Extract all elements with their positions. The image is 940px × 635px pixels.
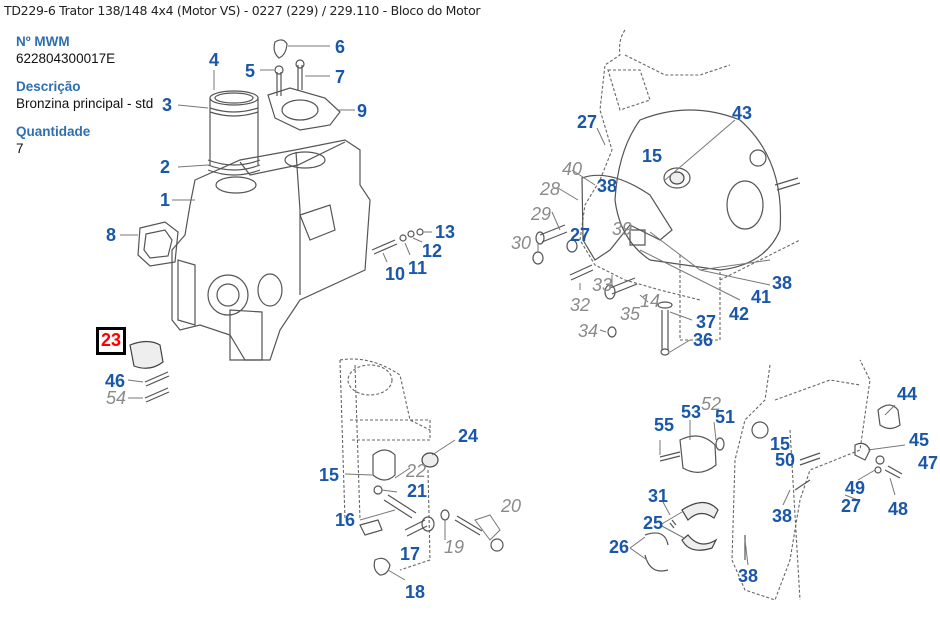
mwm-number-label: Nº MWM	[16, 34, 70, 49]
callout-47[interactable]: 47	[918, 453, 939, 473]
leader-lines	[120, 45, 906, 581]
callout-29[interactable]: 29	[531, 204, 552, 224]
callout-3[interactable]: 3	[162, 95, 173, 115]
oil-relief-valve-drawing	[339, 358, 504, 576]
flywheel-housing-drawing	[532, 29, 801, 356]
callout-10[interactable]: 10	[385, 264, 406, 284]
callout-34[interactable]: 34	[578, 321, 599, 341]
callout-25[interactable]: 25	[643, 513, 664, 533]
page-title: TD229-6 Trator 138/148 4x4 (Motor VS) - …	[4, 3, 481, 18]
mwm-number-value: 622804300017E	[16, 51, 116, 66]
callout-11[interactable]: 11	[408, 258, 428, 278]
callout-30[interactable]: 30	[511, 233, 532, 253]
callout-43[interactable]: 43	[732, 103, 753, 123]
part-info-panel: Nº MWM 622804300017E Descrição Bronzina …	[16, 34, 186, 169]
callout-8[interactable]: 9	[357, 101, 368, 121]
callout-48[interactable]: 48	[888, 499, 909, 519]
callout-28[interactable]: 28	[540, 179, 561, 199]
callout-39[interactable]: 39	[612, 219, 633, 239]
callout-15-top[interactable]: 15	[642, 146, 663, 166]
callout-6[interactable]: 6	[335, 37, 346, 57]
callout-4[interactable]: 4	[209, 50, 220, 70]
callout-52[interactable]: 52	[701, 394, 722, 414]
description-value: Bronzina principal - std	[16, 96, 154, 111]
callout-51[interactable]: 51	[715, 407, 736, 427]
callout-17[interactable]: 17	[400, 544, 421, 564]
crankcase-side-drawing	[644, 359, 903, 601]
callout-27-mid[interactable]: 27	[570, 225, 591, 245]
callout-33[interactable]: 33	[592, 275, 613, 295]
callout-38-bottom-mid[interactable]: 38	[772, 506, 793, 526]
callout-23-selected[interactable]: 23	[96, 327, 127, 355]
callout-16[interactable]: 16	[335, 510, 356, 530]
callout-12[interactable]: 12	[422, 241, 443, 261]
callout-15-mid[interactable]: 15	[319, 465, 340, 485]
description-label: Descrição	[16, 79, 81, 94]
callout-40[interactable]: 40	[562, 159, 583, 179]
callout-38-top[interactable]: 38	[597, 176, 618, 196]
callout-9[interactable]: 8	[106, 225, 117, 245]
callout-24[interactable]: 24	[458, 426, 479, 446]
callout-21[interactable]: 21	[407, 481, 428, 501]
quantity-value: 7	[16, 141, 24, 156]
callout-31[interactable]: 31	[648, 486, 669, 506]
callout-49[interactable]: 49	[845, 478, 866, 498]
callout-37[interactable]: 37	[696, 312, 717, 332]
callout-53[interactable]: 53	[681, 402, 702, 422]
callout-18[interactable]: 18	[405, 582, 426, 602]
callout-38-bottom[interactable]: 38	[738, 566, 759, 586]
callout-7[interactable]: 7	[335, 67, 346, 87]
callout-45[interactable]: 45	[909, 430, 930, 450]
callout-5[interactable]: 5	[245, 61, 256, 81]
callout-20[interactable]: 20	[501, 496, 522, 516]
callout-42[interactable]: 42	[729, 304, 750, 324]
callout-14[interactable]: 14	[640, 291, 661, 311]
callout-13[interactable]: 13	[435, 222, 456, 242]
callout-15-right[interactable]: 15	[770, 434, 791, 454]
callout-36[interactable]: 36	[693, 330, 714, 350]
callout-1[interactable]: 1	[160, 190, 171, 210]
callout-32[interactable]: 32	[570, 295, 591, 315]
callout-27-top[interactable]: 27	[577, 112, 598, 132]
callout-41[interactable]: 41	[751, 287, 772, 307]
callout-22[interactable]: 22	[406, 461, 427, 481]
callout-35[interactable]: 35	[620, 304, 641, 324]
callout-55[interactable]: 55	[654, 415, 675, 435]
callout-26[interactable]: 26	[609, 537, 630, 557]
callout-2[interactable]: 2	[160, 157, 171, 177]
engine-block-drawing	[129, 39, 424, 403]
quantity-label: Quantidade	[16, 124, 91, 139]
callout-19[interactable]: 19	[444, 537, 465, 557]
callout-54[interactable]: 54	[106, 388, 127, 408]
callout-46[interactable]: 46	[105, 371, 126, 391]
callout-44[interactable]: 44	[897, 384, 918, 404]
callout-38-right[interactable]: 38	[772, 273, 793, 293]
callout-27-right[interactable]: 27	[841, 496, 862, 516]
callout-50[interactable]: 50	[775, 450, 796, 470]
